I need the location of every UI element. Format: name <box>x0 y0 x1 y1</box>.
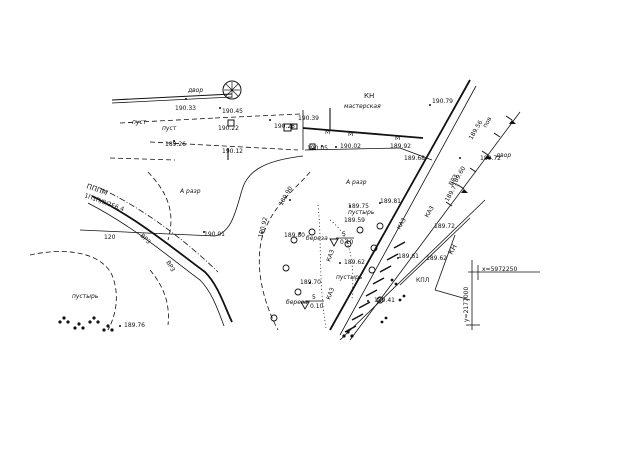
tree-icon <box>290 236 298 244</box>
elevation-label: 189.72 <box>480 155 501 162</box>
tree-icon <box>308 228 316 236</box>
label-pustyr: пустырь <box>72 293 99 300</box>
tree-icon <box>282 264 290 272</box>
label-pustyr: пустырь <box>348 209 375 216</box>
label-120: 120 <box>104 234 116 241</box>
label-vrz: ВРЗ <box>448 173 460 187</box>
elevation-label: 190.12 <box>222 148 243 155</box>
elevation-label: 189.90 <box>278 185 295 207</box>
label-kn: КН <box>447 243 459 256</box>
elevation-label: 190.22 <box>218 125 239 132</box>
tree-symbols <box>270 222 384 322</box>
label-dvor: двор <box>495 152 511 159</box>
elevation-label: 189.76 <box>124 322 145 329</box>
coordinate-x: x=5972250 <box>482 266 517 273</box>
elevation-label: 189.71 <box>444 181 461 203</box>
elevation-label: 189.92 <box>390 143 411 150</box>
label-kaz: КАЗ <box>325 249 336 263</box>
elevation-label: 190.45 <box>222 108 243 115</box>
elevation-label: 189.75 <box>348 203 369 210</box>
elevation-label: 189.80 <box>284 232 305 239</box>
label-vrz: ВРЗ <box>164 260 176 274</box>
elevation-label: 189.62 <box>344 259 365 266</box>
tree-diameter: 0.10 <box>310 303 324 310</box>
label-a-razr: А разр <box>345 179 367 186</box>
elevation-label: 190.23 <box>274 123 295 130</box>
tree-count: 5 <box>342 231 346 238</box>
label-dvor: двор <box>187 87 203 94</box>
tree-icon <box>376 296 384 304</box>
label-m: М <box>325 129 330 136</box>
elevation-label: 190.92 <box>257 216 269 238</box>
label-kaz: КАЗ <box>325 287 336 301</box>
road-edge-left <box>29 251 169 331</box>
label-pust: пуст <box>162 125 177 132</box>
elevation-label: 190.33 <box>175 105 196 112</box>
label-pustyr: пустырь <box>336 274 363 281</box>
elevation-label: 189.41 <box>374 297 395 304</box>
label-m: М <box>395 135 400 142</box>
tree-icon <box>376 222 384 230</box>
elevation-points <box>119 98 461 327</box>
tree-icon <box>294 288 302 296</box>
well-symbol-icon <box>222 80 242 100</box>
elevation-label: 189.56 <box>468 119 485 141</box>
power-line-diagonal <box>87 187 233 327</box>
fence-lines <box>109 93 433 161</box>
tree-icon <box>368 266 376 274</box>
elevation-label: 189.72 <box>434 223 455 230</box>
elevation-label: 189.70 <box>300 279 321 286</box>
label-bereza: береза <box>306 235 328 242</box>
label-pust: пуст <box>132 119 147 126</box>
elevation-label: 189.68 <box>404 155 425 162</box>
label-vrz: ВРЗ <box>139 232 152 245</box>
elevation-label: 189.62 <box>426 255 447 262</box>
label-kpl: КПЛ <box>416 277 429 284</box>
elevation-label: 189.61 <box>398 253 419 260</box>
label-bereza: береза <box>286 299 308 306</box>
elevation-label: 190.79 <box>432 98 453 105</box>
shrub-dots <box>58 278 406 338</box>
tree-count: 5 <box>312 294 316 301</box>
tree-icon <box>356 226 364 234</box>
label-pov: пов <box>482 115 494 129</box>
coordinate-markers <box>466 260 540 330</box>
road-right-diagonal <box>329 79 521 341</box>
tree-icon <box>370 244 378 252</box>
tree-sign-markers <box>300 237 354 310</box>
elevation-label: 189.81 <box>380 198 401 205</box>
elevation-label: 190.02 <box>340 143 361 150</box>
label-a-razr: А разр <box>179 188 201 195</box>
building-markers <box>227 119 316 150</box>
label-kaz: КАЗ <box>424 205 436 219</box>
label-m: М <box>348 131 353 138</box>
elevation-label: 189.26 <box>165 141 186 148</box>
elevation-label: 190.39 <box>298 115 319 122</box>
coordinate-y: y=2177000 <box>463 287 470 322</box>
contour-lines <box>79 155 354 331</box>
tree-diameter: 0.10 <box>340 239 354 246</box>
label-kaz: КАЗ <box>396 217 408 231</box>
label-masterskaya: мастерская <box>344 103 381 110</box>
tree-icon <box>270 314 278 322</box>
label-kn: КН <box>364 92 374 100</box>
elevation-label: 190.05 <box>307 145 328 152</box>
elevation-label: 189.59 <box>344 217 365 224</box>
elevation-label: 190.01 <box>204 231 225 238</box>
tree-icon <box>344 240 352 248</box>
